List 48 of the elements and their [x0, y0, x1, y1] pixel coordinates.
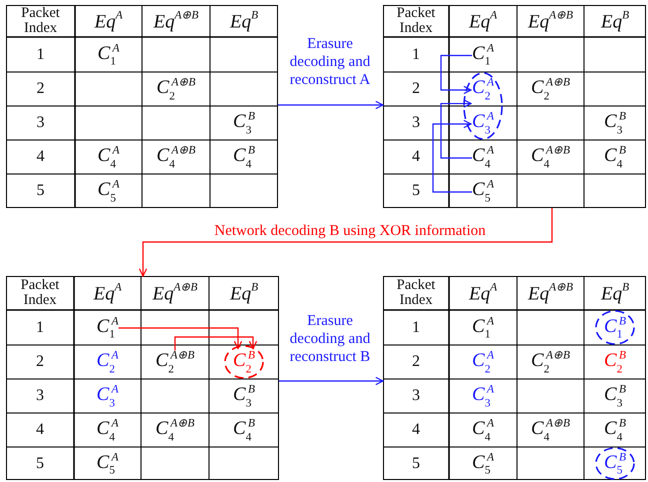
- column-header: Packet Index: [10, 278, 70, 308]
- arrow: [278, 100, 384, 110]
- column-header: Eq$^{A}$: [468, 282, 498, 304]
- arrow: [118, 327, 242, 350]
- row-number: 2: [412, 81, 420, 97]
- arrow: [138, 208, 553, 277]
- column-header: Eq$^{A⊕B}$: [528, 282, 574, 304]
- column-header: Eq$^{A⊕B}$: [528, 10, 574, 32]
- column-header: Eq$^{A⊕B}$: [152, 282, 198, 304]
- row-number: 5: [412, 183, 420, 199]
- row-number: 2: [36, 354, 44, 370]
- row-number: 3: [412, 115, 420, 131]
- column-header: Packet Index: [386, 6, 446, 36]
- row-number: 2: [412, 354, 420, 370]
- row-number: 4: [36, 422, 44, 438]
- row-number: 4: [412, 149, 420, 165]
- row-number: 5: [36, 456, 44, 472]
- row-number: 5: [36, 183, 44, 199]
- row-number: 3: [412, 388, 420, 404]
- table: [6, 5, 278, 208]
- column-header: Eq$^{A⊕B}$: [153, 10, 199, 32]
- table: [6, 276, 279, 480]
- row-number: 4: [36, 149, 44, 165]
- column-header: Packet Index: [386, 278, 446, 308]
- column-header: Eq$^{B}$: [230, 282, 258, 304]
- arrow: [440, 99, 472, 159]
- column-header: Eq$^{B}$: [600, 282, 630, 304]
- table: [383, 276, 646, 480]
- row-number: 1: [36, 46, 44, 62]
- table: [383, 5, 646, 208]
- row-number: 3: [36, 388, 44, 404]
- column-header: Eq$^{A}$: [93, 282, 122, 304]
- column-header: Eq$^{B}$: [600, 10, 630, 32]
- row-number: 1: [412, 320, 420, 336]
- row-number: 1: [412, 46, 420, 62]
- column-header: Eq$^{B}$: [230, 10, 258, 32]
- row-number: 1: [36, 320, 44, 336]
- row-number: 2: [36, 81, 44, 97]
- arrow: [279, 376, 384, 386]
- arrow: [174, 336, 258, 350]
- row-number: 4: [412, 422, 420, 438]
- column-header: Eq$^{A}$: [94, 10, 123, 32]
- arrow: [440, 54, 472, 94]
- column-header: Eq$^{A}$: [468, 10, 498, 32]
- row-number: 3: [36, 115, 44, 131]
- row-number: 5: [412, 456, 420, 472]
- arrow: [432, 120, 472, 193]
- column-header: Packet Index: [10, 6, 70, 36]
